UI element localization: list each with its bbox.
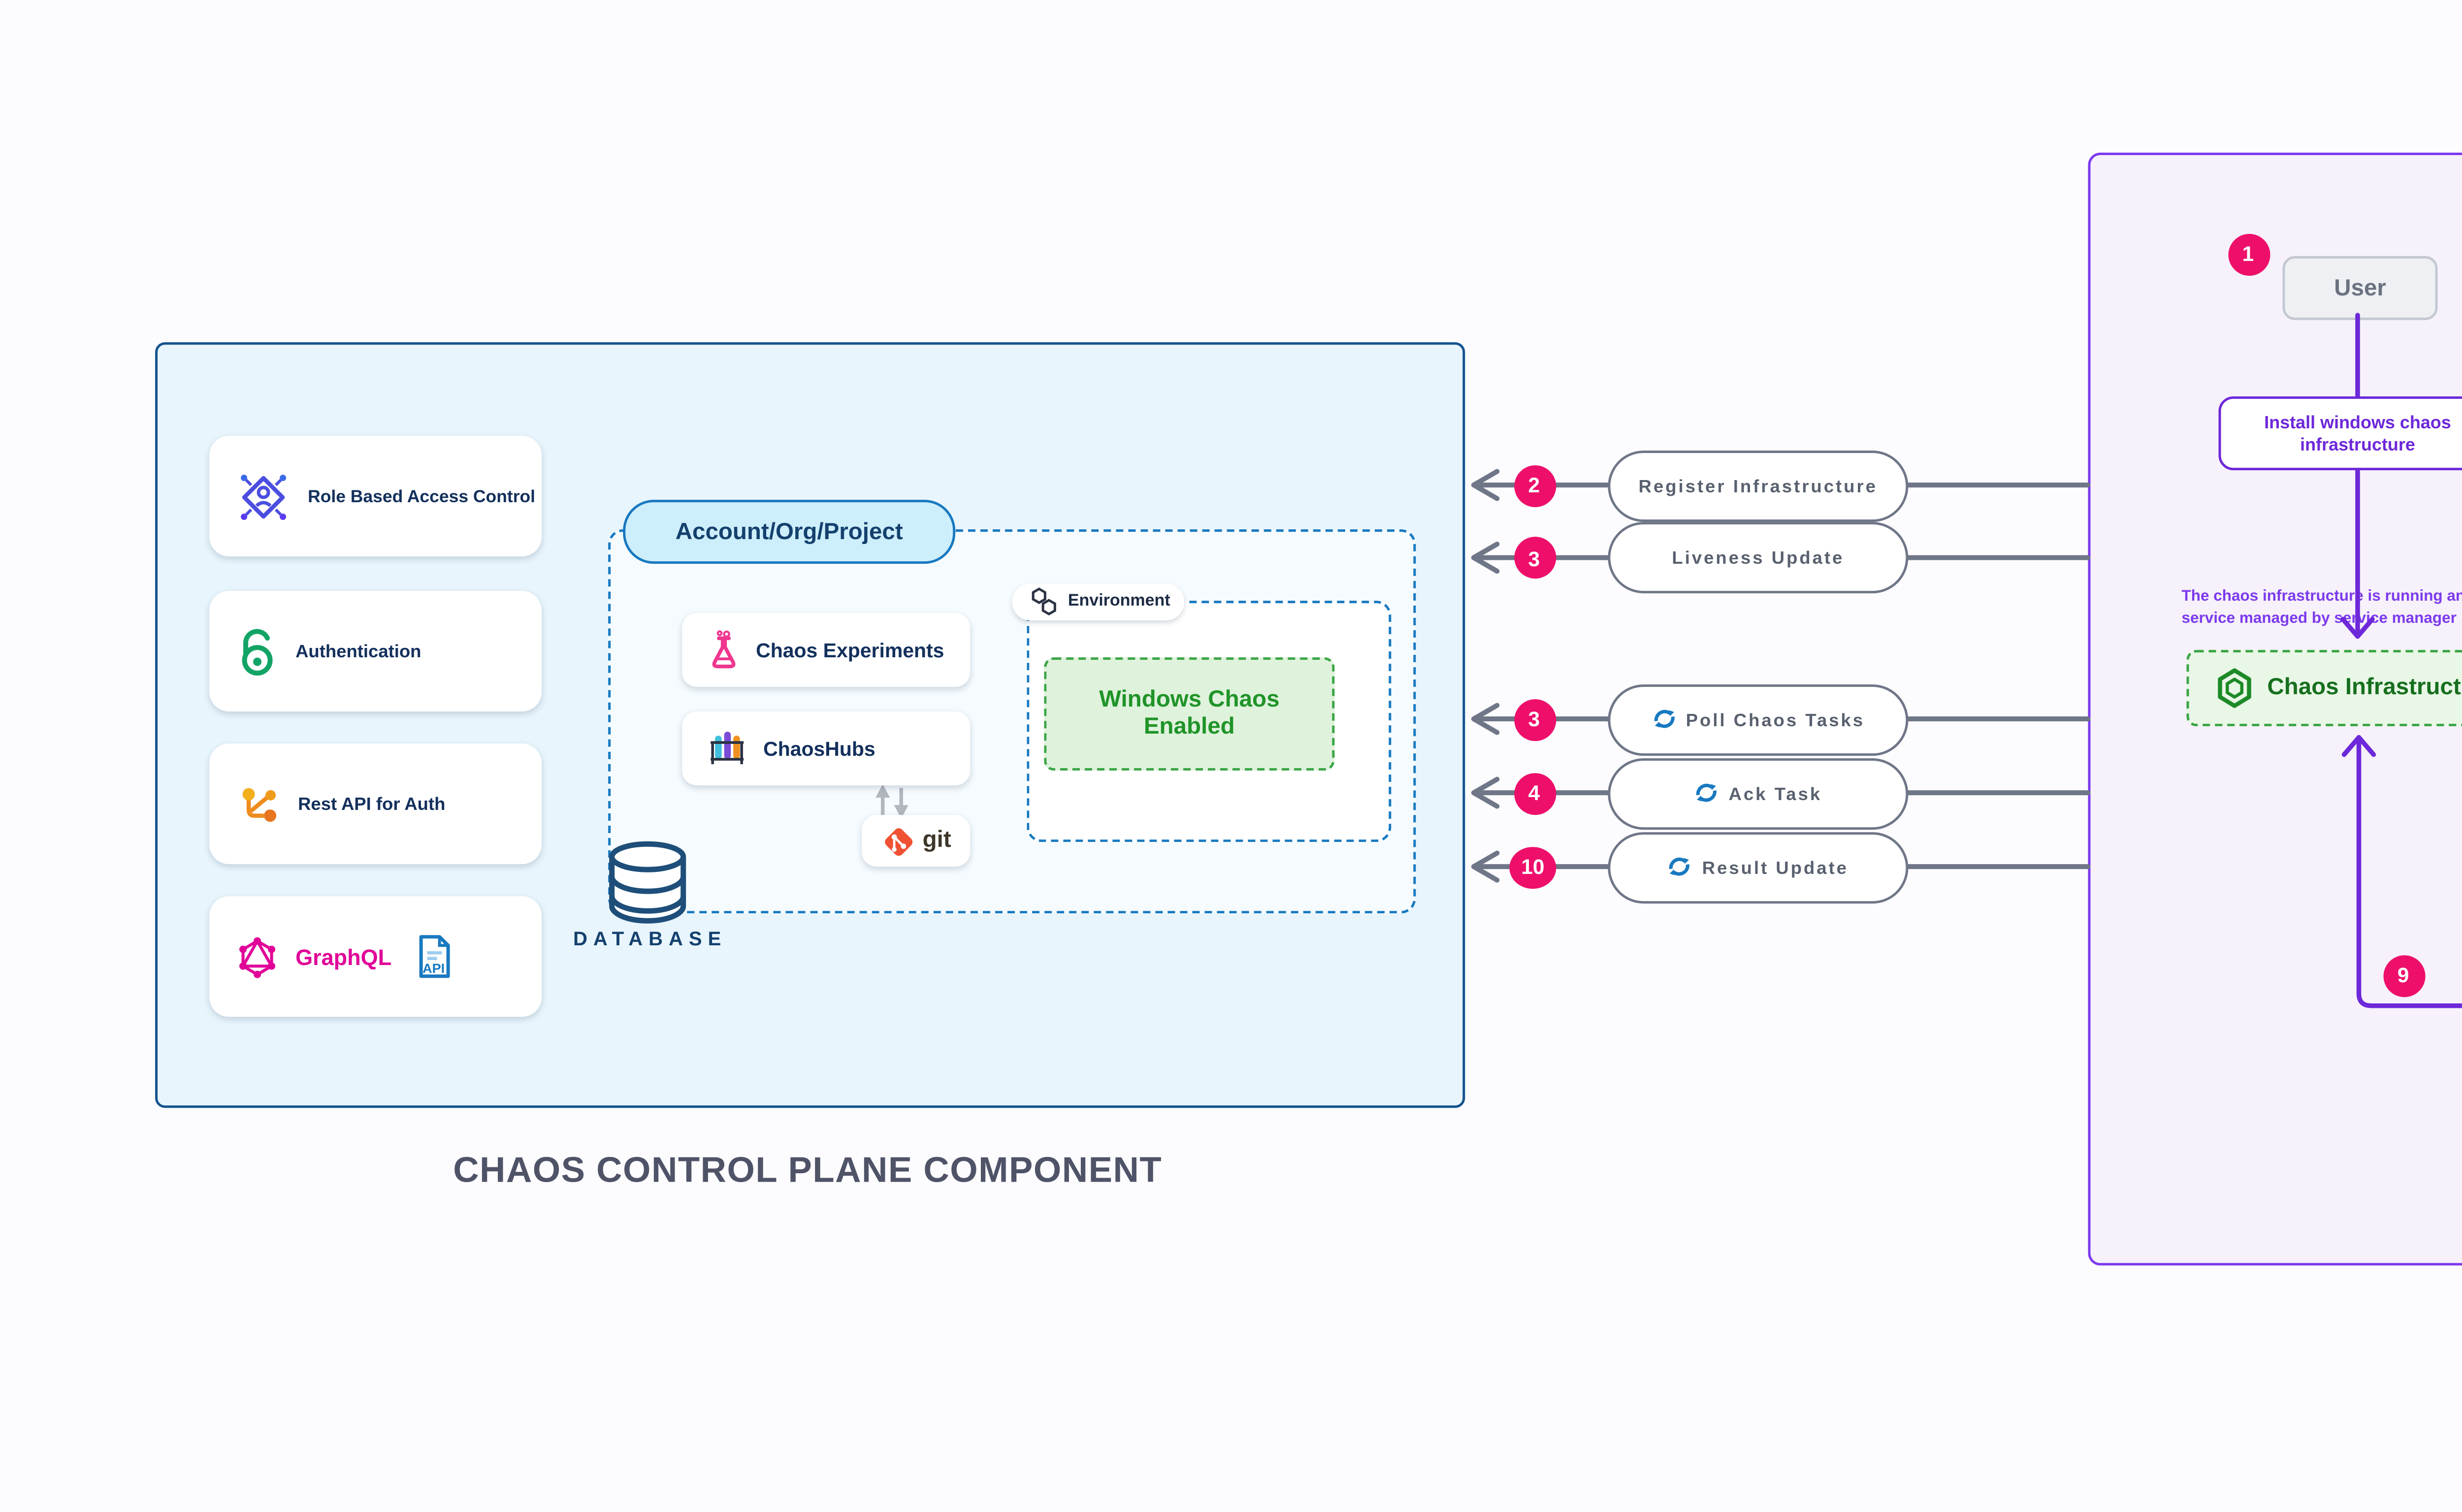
step-badge-3b: 3 [1513,698,1555,740]
sync-icon [1670,857,1690,876]
user-box: User [2282,256,2438,321]
sync-icon [1653,709,1674,728]
rest-api-icon [242,787,277,821]
card-rbac-label: Role Based Access Control [308,486,536,506]
chaos-infrastructure-icon [2217,668,2251,708]
git-label: git [922,827,951,855]
flow-pill-result-update: Result Update [1608,831,1909,902]
flow-pill-ack-task: Ack Task [1608,757,1909,829]
auth-lock-icon [242,628,273,675]
step-badge-10: 10 [1509,845,1556,888]
flow-pill-poll-chaos-tasks: Poll Chaos Tasks [1608,683,1909,755]
flow-label: Register Infrastructure [1638,474,1878,496]
card-graphql: GraphQL API [209,896,542,1017]
step-badge-1: 1 [2227,232,2269,275]
environment-pill: Environment [1012,583,1185,621]
environment-label: Environment [1068,593,1170,611]
note-infra-running: The chaos infrastructure is running and … [2181,588,2462,629]
card-graphql-label: GraphQL [295,944,392,969]
flow-pill-liveness-update: Liveness Update [1608,522,1909,594]
control-plane-title: CHAOS CONTROL PLANE COMPONENT [453,1152,1163,1192]
card-rest-api-label: Rest API for Auth [298,793,446,815]
install-infra-box: Install windows chaos infrastructure [2218,396,2462,471]
chaos-infrastructure-box: Chaos Infrastructure [2186,650,2462,727]
sync-icon [1696,783,1717,802]
flow-label: Result Update [1702,855,1849,878]
chaoshubs-icon [711,732,744,765]
git-icon [884,827,912,855]
card-authentication-label: Authentication [295,640,421,663]
install-infra-label: Install windows chaos infrastructure [2264,411,2451,456]
card-chaoshubs: ChaosHubs [682,711,971,786]
step-badge-2: 2 [1513,464,1555,506]
chaoshubs-label: ChaosHubs [763,737,875,760]
api-doc-icon: API [419,935,450,978]
flow-label: Liveness Update [1672,547,1845,569]
flow-pill-register-infrastructure: Register Infrastructure [1608,449,1909,521]
windows-chaos-enabled-label: Windows Chaos Enabled [1099,687,1280,741]
flask-icon [712,629,736,667]
flow-label: Poll Chaos Tasks [1685,708,1865,730]
graphql-icon [239,936,276,977]
card-authentication: Authentication [209,591,542,712]
card-chaos-experiments: Chaos Experiments [682,613,971,687]
windows-chaos-enabled-box: Windows Chaos Enabled [1044,657,1335,771]
step-badge-4: 4 [1513,772,1555,814]
user-label: User [2334,274,2386,302]
database-icon [609,841,686,924]
chaos-experiments-label: Chaos Experiments [756,639,944,661]
card-rest-api: Rest API for Auth [209,743,542,865]
card-rbac: Role Based Access Control [209,436,542,557]
step-badge-3: 3 [1513,537,1555,579]
rbac-icon [241,473,287,519]
flow-label: Ack Task [1728,781,1822,804]
database-label: DATABASE [573,928,727,951]
api-doc-tag: API [422,961,445,976]
account-org-project-label: Account/Org/Project [675,518,903,546]
account-org-project-pill: Account/Org/Project [623,500,956,564]
card-git: git [862,815,971,867]
hexagons-icon [1031,587,1056,616]
chaos-infrastructure-label: Chaos Infrastructure [2267,675,2462,702]
